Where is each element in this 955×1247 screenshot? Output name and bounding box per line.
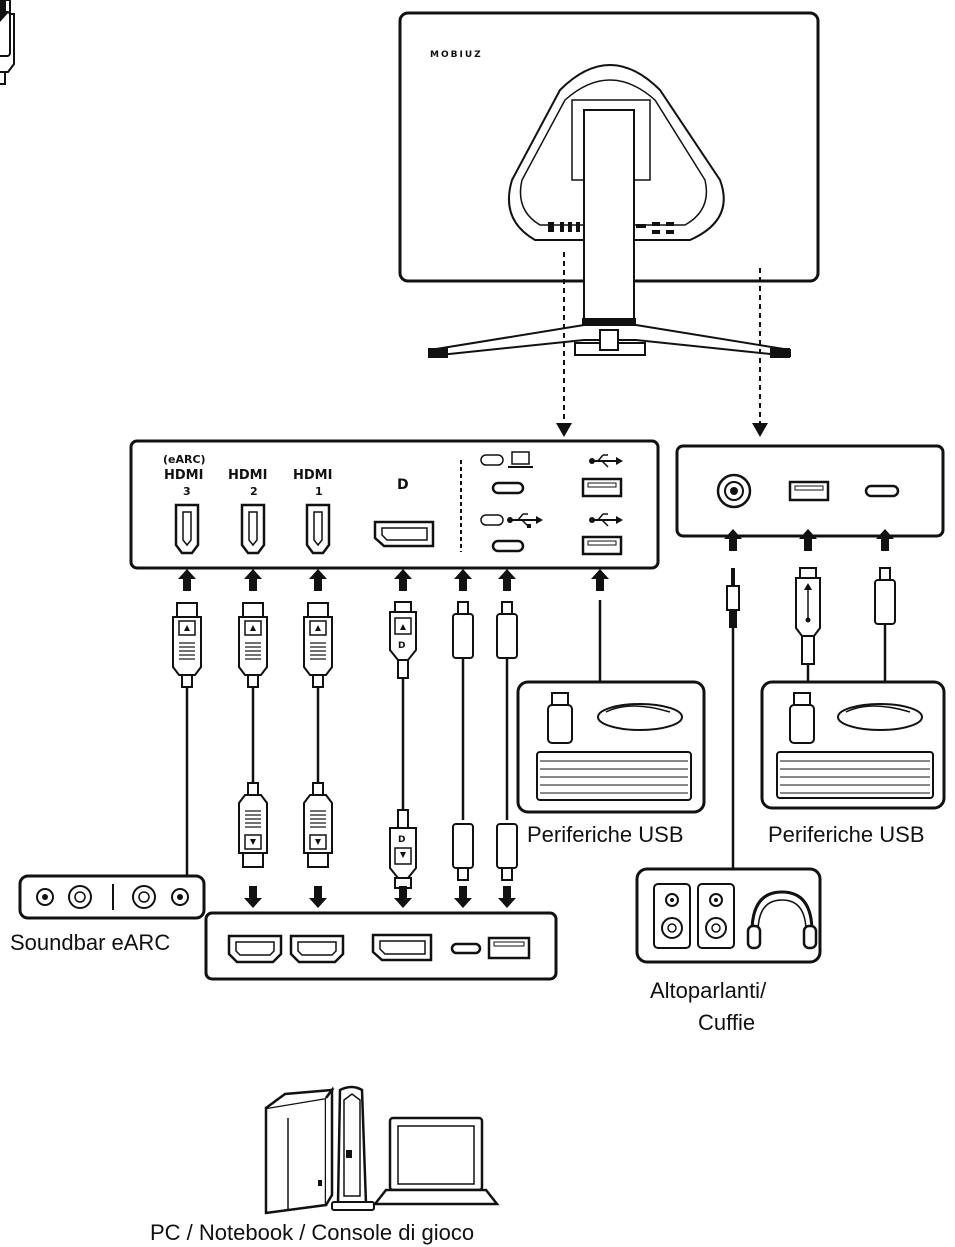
usb-c-icon: [480, 454, 525, 553]
usb-stick-icon: [547, 692, 573, 744]
speaker-icon: [697, 883, 735, 949]
monitor-back-icon: MOBIUZ: [398, 11, 820, 358]
keyboard-icon: [536, 751, 692, 801]
hdmi-plug-icon: [238, 782, 333, 868]
speakers-headphones: [635, 867, 822, 964]
hdmi1-logo: HDMI: [293, 468, 332, 483]
hdmi3-number: 3: [183, 485, 191, 498]
usb-a-icon: [788, 480, 830, 502]
usb-peripherals-right-label: Periferiche USB: [768, 822, 925, 847]
soundbar-label: Soundbar eARC: [10, 930, 170, 955]
side-port-panel: [675, 444, 945, 538]
usb-peripherals-left-label: Periferiche USB: [527, 822, 684, 847]
svg-text:D: D: [398, 835, 405, 845]
laptop-icon: [372, 1116, 500, 1206]
hdmi-port-icon: [240, 503, 266, 555]
main-port-panel: (eARC) HDMI HDMI HDMI 3 2 1 D: [129, 439, 660, 570]
console-icon: [264, 1086, 335, 1215]
hdmi-port-icon: [227, 934, 283, 964]
hdmi3-logo: HDMI: [164, 468, 203, 483]
audio-jack-icon: [716, 473, 752, 509]
game-console-icon: [331, 1085, 375, 1211]
displayport-icon: [371, 933, 433, 962]
arrow-icon: [0, 0, 516, 908]
hdmi-port-icon: [289, 934, 345, 964]
usb-a-icon: [581, 477, 623, 556]
displayport-icon: D: [373, 477, 435, 548]
hdmi1-number: 1: [315, 485, 323, 498]
keyboard-icon: [776, 751, 934, 799]
earc-label: (eARC): [163, 453, 206, 466]
hdmi-port-icon: [305, 503, 331, 555]
usb-c-icon: [450, 942, 482, 955]
usb-a-icon: [487, 936, 531, 960]
mouse-icon: [597, 703, 683, 731]
usb-symbol-icon: [589, 454, 623, 527]
usb-peripherals-right: [760, 680, 946, 810]
headphones-icon: [746, 890, 818, 950]
laptop-icon: [508, 451, 533, 468]
mouse-icon: [837, 703, 923, 731]
usb-peripherals-left: [516, 680, 706, 814]
svg-text:D: D: [397, 477, 409, 493]
sources-label: PC / Notebook / Console di gioco: [150, 1220, 474, 1245]
displayport-plug-icon: D D: [389, 601, 417, 889]
speakers-label-line1: Altoparlanti/: [650, 978, 767, 1003]
usb-c-icon: [864, 484, 900, 498]
audio-plug-icon: [726, 568, 740, 628]
usb-stick-icon: [789, 692, 815, 744]
source-port-panel: [204, 911, 558, 981]
hdmi2-number: 2: [250, 485, 258, 498]
svg-text:D: D: [398, 641, 405, 651]
hdmi2-logo: HDMI: [228, 468, 267, 483]
usb-symbol-icon: [507, 513, 543, 528]
usb-a-plug-icon: [795, 567, 821, 665]
callout-lines: [556, 252, 768, 437]
cable-lines: [185, 600, 887, 876]
hdmi-port-icon: [174, 503, 200, 555]
brand-logo: MOBIUZ: [430, 50, 483, 60]
soundbar-icon: [18, 874, 206, 920]
speaker-icon: [653, 883, 691, 949]
hdmi-plug-icon: [0, 0, 333, 688]
speakers-label-line2: Cuffie: [698, 1010, 755, 1035]
